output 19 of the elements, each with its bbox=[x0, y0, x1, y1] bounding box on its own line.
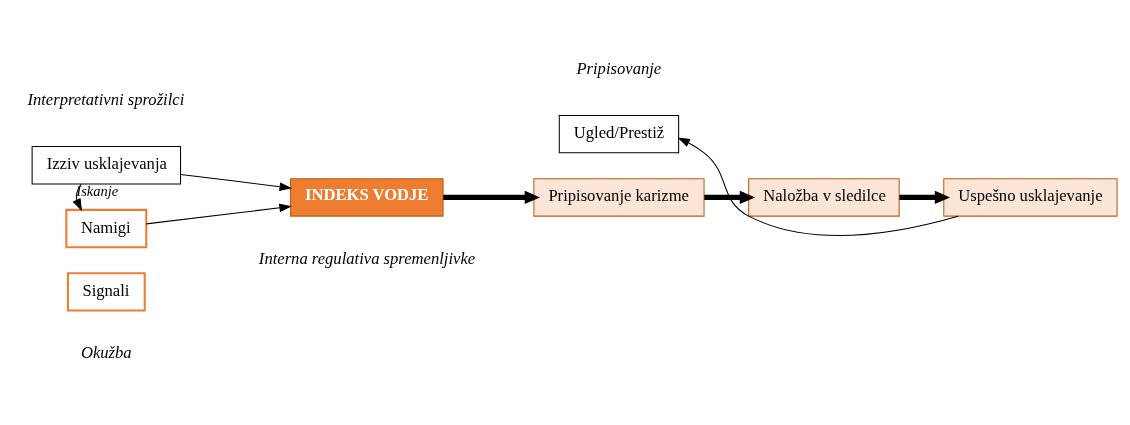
arrow bbox=[180, 173, 292, 191]
arrow bbox=[145, 203, 292, 224]
arrow bbox=[677, 137, 959, 236]
node-box: Izziv usklajevanja bbox=[31, 145, 182, 184]
edge-label: Iskanje bbox=[76, 182, 119, 199]
node-box: Ugled/Prestiž bbox=[558, 114, 680, 153]
node-box: Signali bbox=[66, 271, 146, 312]
arrow bbox=[899, 190, 951, 204]
node-box: Pripisovanje karizme bbox=[533, 177, 705, 217]
node-box: Uspešno usklajevanje bbox=[943, 177, 1118, 217]
label: Pripisovanje bbox=[576, 58, 662, 78]
label: Okužba bbox=[80, 342, 132, 362]
label: Interpretativni sprožilci bbox=[27, 89, 185, 109]
node-box: INDEKS VODJE bbox=[290, 177, 444, 217]
arrow bbox=[704, 190, 756, 204]
node-box: Namigi bbox=[65, 208, 148, 248]
arrow bbox=[443, 190, 540, 204]
node-box: Naložba v sledilce bbox=[748, 177, 900, 217]
label: Interna regulativa spremenljivke bbox=[258, 248, 476, 268]
